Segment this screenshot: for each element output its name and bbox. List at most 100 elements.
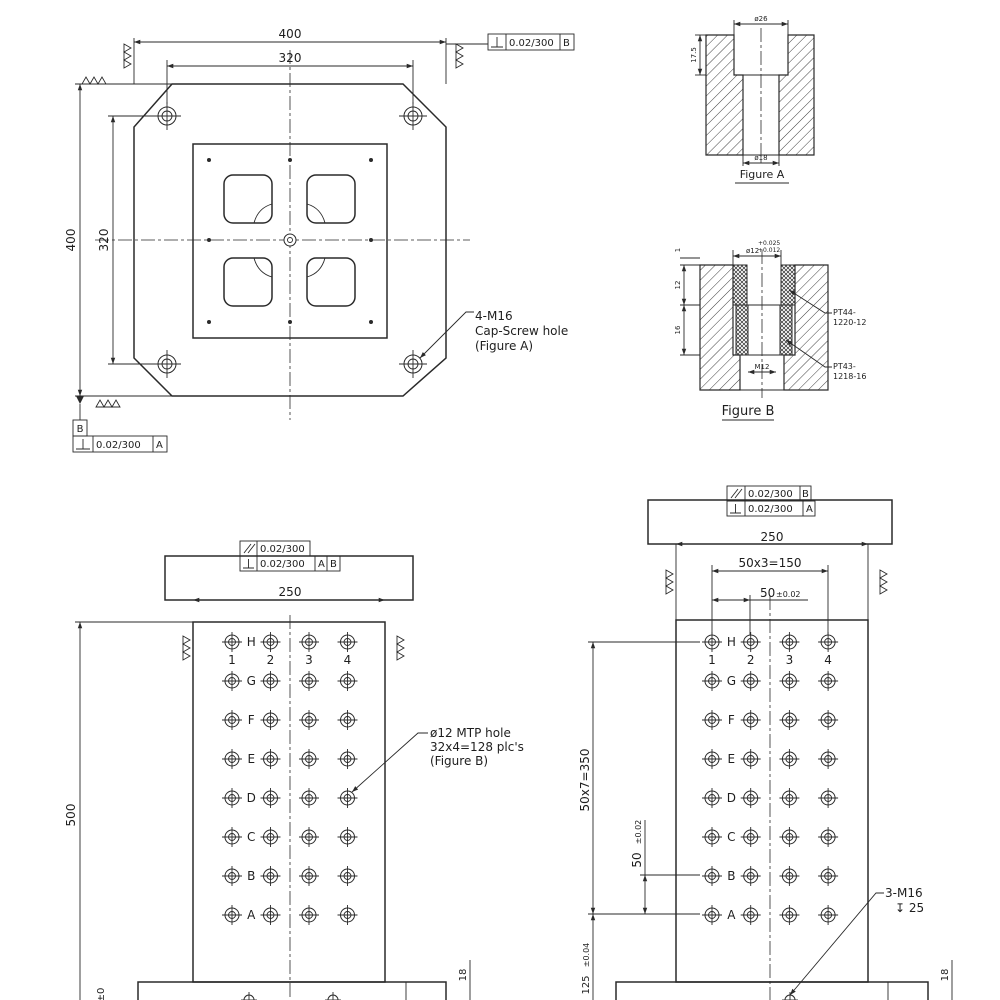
svg-text:PT43-: PT43- [833,362,856,371]
row-label: F [248,713,255,727]
svg-text:B: B [330,559,337,570]
mtp-hole [817,904,839,926]
mtp-hole [337,787,358,809]
row-label: C [247,830,255,844]
mtp-hole [817,748,839,770]
mtp-hole [778,670,800,692]
column-right: 0.02/300 B 0.02/300 A 250 50x3=150 50 ±0… [578,485,953,1000]
mtp-hole [817,670,839,692]
callout-cap-screw: 4-M16 Cap-Screw hole (Figure A) [419,309,568,359]
mtp-hole [778,631,800,653]
cap-screw-hole [399,350,427,378]
mtp-hole [260,904,281,926]
right-dim-pitch-total: 50x3=150 [739,556,802,570]
mtp-hole [260,670,281,692]
mtp-hole [298,709,320,731]
mtp-hole [337,826,358,848]
svg-text:±0.02: ±0.02 [776,590,801,599]
dim-height-320: 320 [97,229,111,252]
svg-text:+0.025: +0.025 [758,240,780,247]
col-label: 3 [786,653,794,667]
figure-a-caption: Figure A [740,168,785,181]
bushing-pt44 [732,264,748,306]
mtp-hole [298,865,320,887]
svg-text:32x4=128 plc's: 32x4=128 plc's [430,740,524,754]
figure-b: ø12 +0.025 +0.012 1 12 16 M12 PT44- 1220… [674,240,866,421]
mtp-hole [260,631,281,653]
svg-text:125: 125 [581,975,592,994]
right-dim-vert-total: 50x7=350 [578,749,592,812]
mtp-hole [221,631,243,653]
svg-text:18: 18 [940,969,951,982]
mtp-hole [740,631,762,653]
bushing-pt43 [735,304,749,356]
tolerance-frame-left: 0.02/300 0.02/300 A B [239,540,341,572]
col-label: 4 [824,653,832,667]
figure-a-depth: 17.5 [690,47,698,63]
pocket [306,174,356,224]
svg-text:3-M16: 3-M16 [885,886,923,900]
svg-text:Cap-Screw hole: Cap-Screw hole [475,324,568,338]
svg-text:±0.02: ±0.02 [634,820,643,845]
row-label: H [727,635,736,649]
mtp-hole [701,670,723,692]
tolerance-frame-top: 0.02/300 B [446,33,575,51]
mtp-hole [778,709,800,731]
figure-b-caption: Figure B [722,404,775,419]
col-label: 2 [747,653,755,667]
callout-m16: 3-M16 ↧ 25 [789,886,924,996]
svg-text:0.02/300: 0.02/300 [260,559,305,570]
mtp-hole [778,904,800,926]
row-label: D [727,791,736,805]
svg-text:50: 50 [760,586,775,600]
mtp-hole [337,631,358,653]
svg-text:50: 50 [630,852,644,867]
svg-text:+0.012: +0.012 [758,247,780,254]
col-label: 1 [228,653,236,667]
row-label: F [728,713,735,727]
svg-text:0.02/300: 0.02/300 [748,489,793,500]
mtp-hole [701,865,723,887]
mtp-hole [298,826,320,848]
svg-text:A: A [156,440,163,451]
row-label: G [247,674,256,688]
mtp-hole [701,787,723,809]
mtp-hole [298,748,320,770]
row-label: E [728,752,736,766]
svg-text:(Figure A): (Figure A) [475,339,533,353]
mtp-hole [221,709,243,731]
mtp-hole [337,748,358,770]
mtp-hole [740,826,762,848]
mtp-hole [701,904,723,926]
svg-text:PT44-: PT44- [833,308,856,317]
row-label: A [727,908,736,922]
svg-text:(Figure B): (Figure B) [430,754,488,768]
row-label: D [247,791,256,805]
row-label: B [247,869,255,883]
svg-text:ø12 MTP hole: ø12 MTP hole [430,726,511,740]
mtp-hole [701,748,723,770]
mtp-hole [221,670,243,692]
mtp-hole [260,826,281,848]
left-dim-500: 500 [64,804,78,827]
mtp-hole [778,787,800,809]
pocket [306,257,356,307]
figure-b-thread: M12 [755,363,770,371]
svg-text:18: 18 [458,969,469,982]
figure-a-dia-top: ø26 [754,15,768,23]
svg-text:4-M16: 4-M16 [475,309,513,323]
mtp-hole [740,904,762,926]
mtp-hole [298,631,320,653]
column-body-left [192,621,386,983]
right-dim-250: 250 [761,530,784,544]
pocket [223,174,273,224]
mtp-hole [337,904,358,926]
svg-text:1218-16: 1218-16 [833,372,866,381]
center-hole [283,233,297,247]
svg-text:B: B [77,424,84,435]
left-dim-250: 250 [279,585,302,599]
mtp-hole [778,826,800,848]
mtp-hole [740,670,762,692]
